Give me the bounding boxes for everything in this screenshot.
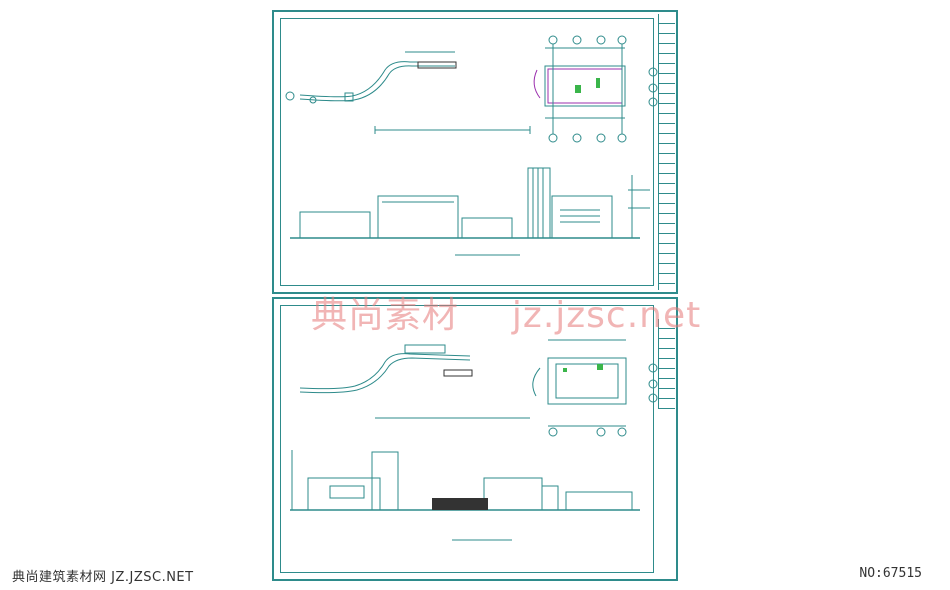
- bottom-sheet-title-block: [658, 319, 675, 409]
- watermark-domain: jz.jzsc.net: [511, 295, 702, 336]
- top-sheet-title-block: [658, 14, 675, 290]
- bottom-sheet-inner-border: [280, 305, 654, 573]
- watermark-overlay: 典尚素材 jz.jzsc.net: [311, 286, 701, 338]
- footer-number-label: NO:67515: [859, 566, 922, 581]
- top-drawing-sheet: [272, 10, 678, 294]
- footer-site-label: 典尚建筑素材网 JZ.JZSC.NET: [12, 570, 194, 585]
- top-sheet-inner-border: [280, 18, 654, 286]
- bottom-drawing-sheet: [272, 297, 678, 581]
- watermark-cn: 典尚素材: [311, 295, 460, 336]
